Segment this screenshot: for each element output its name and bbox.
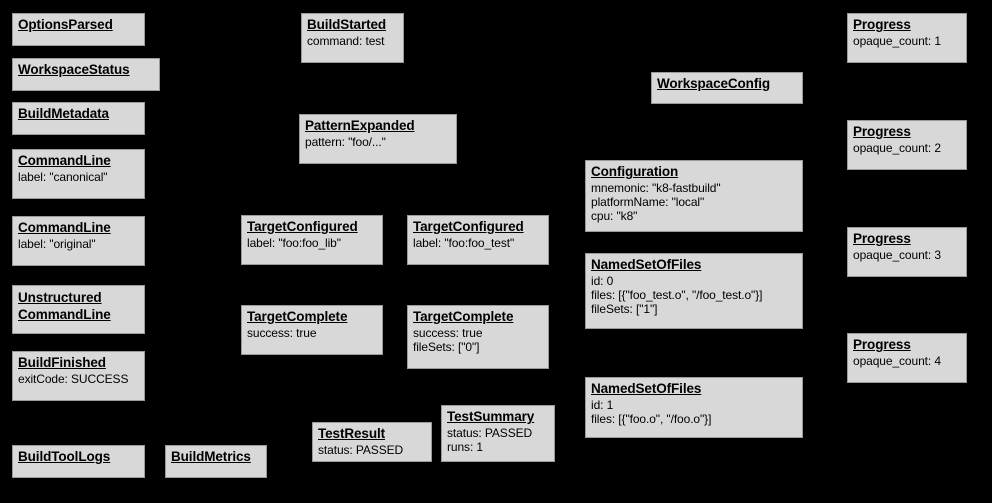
event-node-field: files: [{"foo_test.o", "/foo_test.o"}] — [591, 288, 763, 302]
event-node-title: Configuration — [591, 164, 679, 179]
event-node-fields: mnemonic: "k8-fastbuild"platformName: "l… — [591, 181, 797, 223]
event-node-title: BuildMetadata — [18, 106, 109, 121]
event-node-fields: opaque_count: 4 — [853, 354, 961, 368]
event-node-title: BuildMetrics — [171, 449, 251, 464]
event-node-field: label: "original" — [18, 237, 96, 251]
event-node-title: TestSummary — [447, 409, 535, 424]
event-node-title: PatternExpanded — [305, 118, 415, 133]
event-node-field: id: 0 — [591, 274, 614, 288]
event-node-title: WorkspaceStatus — [18, 62, 130, 77]
event-node-field: pattern: "foo/..." — [305, 135, 386, 149]
event-node-field: success: true — [247, 326, 317, 340]
event-node-field: files: [{"foo.o", "/foo.o"}] — [591, 412, 712, 426]
event-node-field: opaque_count: 1 — [853, 34, 941, 48]
event-node-fields: exitCode: SUCCESS — [18, 372, 139, 386]
event-node-title: BuildFinished — [18, 355, 106, 370]
event-node-field: label: "canonical" — [18, 170, 108, 184]
event-node-title: TargetComplete — [413, 309, 514, 324]
event-node-pattern-expanded[interactable]: PatternExpanded pattern: "foo/..." — [299, 114, 457, 164]
event-node-target-configured-foo-lib[interactable]: TargetConfigured label: "foo:foo_lib" — [241, 215, 383, 265]
event-node-field: fileSets: ["1"] — [591, 302, 658, 316]
event-node-workspace-config[interactable]: WorkspaceConfig — [651, 72, 803, 104]
event-node-field: platformName: "local" — [591, 195, 705, 209]
event-node-build-started[interactable]: BuildStarted command: test — [301, 13, 404, 63]
event-node-field: opaque_count: 3 — [853, 248, 941, 262]
event-node-unstructured-command-line[interactable]: Unstructured CommandLine — [12, 285, 145, 334]
event-node-fields: label: "original" — [18, 237, 139, 251]
event-node-build-tool-logs[interactable]: BuildToolLogs — [12, 445, 145, 478]
event-node-build-finished[interactable]: BuildFinished exitCode: SUCCESS — [12, 351, 145, 401]
event-node-fields: label: "canonical" — [18, 170, 139, 184]
event-node-fields: opaque_count: 3 — [853, 248, 961, 262]
event-node-options-parsed[interactable]: OptionsParsed — [12, 13, 145, 46]
event-node-field: id: 1 — [591, 398, 614, 412]
event-node-field: label: "foo:foo_test" — [413, 236, 515, 250]
event-node-title: Progress — [853, 124, 911, 139]
event-node-title: CommandLine — [18, 220, 111, 235]
event-node-build-metrics[interactable]: BuildMetrics — [165, 445, 267, 478]
event-node-build-metadata[interactable]: BuildMetadata — [12, 102, 145, 135]
event-node-fields: label: "foo:foo_test" — [413, 236, 543, 250]
event-node-field: success: true — [413, 326, 483, 340]
event-node-fields: status: PASSED — [318, 443, 426, 457]
event-node-command-line-original[interactable]: CommandLine label: "original" — [12, 216, 145, 266]
event-node-fields: command: test — [307, 34, 398, 48]
event-node-field: fileSets: ["0"] — [413, 340, 480, 354]
event-node-title: Progress — [853, 337, 911, 352]
event-node-target-configured-foo-test[interactable]: TargetConfigured label: "foo:foo_test" — [407, 215, 549, 265]
event-node-title: Progress — [853, 231, 911, 246]
event-node-title: BuildStarted — [307, 17, 387, 32]
event-node-title: Progress — [853, 17, 911, 32]
event-node-fields: opaque_count: 2 — [853, 141, 961, 155]
event-node-test-result[interactable]: TestResult status: PASSED — [312, 422, 432, 462]
event-node-field: command: test — [307, 34, 385, 48]
event-node-progress-1[interactable]: Progress opaque_count: 1 — [847, 13, 967, 63]
event-node-command-line-canonical[interactable]: CommandLine label: "canonical" — [12, 149, 145, 199]
event-node-title: NamedSetOfFiles — [591, 257, 702, 272]
event-node-progress-3[interactable]: Progress opaque_count: 3 — [847, 227, 967, 277]
event-node-field: mnemonic: "k8-fastbuild" — [591, 181, 721, 195]
event-node-field: opaque_count: 4 — [853, 354, 941, 368]
event-node-workspace-status[interactable]: WorkspaceStatus — [12, 58, 160, 91]
event-node-field: exitCode: SUCCESS — [18, 372, 129, 386]
event-node-field: cpu: "k8" — [591, 209, 638, 223]
event-node-field: runs: 1 — [447, 440, 483, 454]
event-node-fields: success: true — [247, 326, 377, 340]
event-node-fields: label: "foo:foo_lib" — [247, 236, 377, 250]
event-node-progress-2[interactable]: Progress opaque_count: 2 — [847, 120, 967, 170]
event-node-target-complete-foo-lib[interactable]: TargetComplete success: true — [241, 305, 383, 355]
event-node-progress-4[interactable]: Progress opaque_count: 4 — [847, 333, 967, 383]
event-node-field: label: "foo:foo_lib" — [247, 236, 341, 250]
event-node-title: CommandLine — [18, 153, 111, 168]
event-node-title: Unstructured CommandLine — [18, 290, 111, 322]
event-node-title: BuildToolLogs — [18, 449, 111, 464]
event-node-title: TargetConfigured — [247, 219, 358, 234]
event-node-field: opaque_count: 2 — [853, 141, 941, 155]
event-node-field: status: PASSED — [318, 443, 404, 457]
event-node-title: NamedSetOfFiles — [591, 381, 702, 396]
event-node-field: status: PASSED — [447, 426, 533, 440]
event-node-fields: opaque_count: 1 — [853, 34, 961, 48]
event-node-title: TargetConfigured — [413, 219, 524, 234]
event-node-title: OptionsParsed — [18, 17, 113, 32]
event-node-title: TargetComplete — [247, 309, 348, 324]
event-node-fields: pattern: "foo/..." — [305, 135, 451, 149]
event-node-configuration[interactable]: Configuration mnemonic: "k8-fastbuild"pla… — [585, 160, 803, 232]
event-node-title: TestResult — [318, 426, 386, 441]
event-node-title: WorkspaceConfig — [657, 76, 771, 91]
